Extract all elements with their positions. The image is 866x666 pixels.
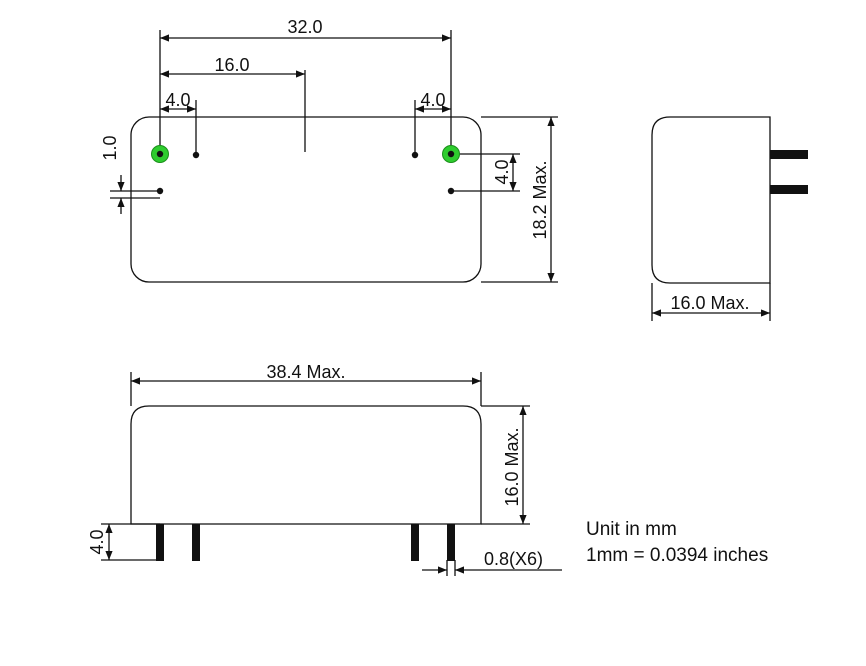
pin-dot — [192, 151, 200, 159]
front-view-body — [130, 405, 482, 525]
top-view-body — [130, 116, 482, 283]
side-view — [651, 116, 771, 321]
dim-label-pin-pitch: 4.0 — [492, 159, 512, 184]
dim-label-pin-gap-right: 4.0 — [420, 90, 445, 110]
dim-label-pin-gap-left: 4.0 — [165, 90, 190, 110]
front-view-pins — [156, 524, 455, 561]
dim-label-pin-offset: 1.0 — [100, 135, 120, 160]
dim-label-length: 38.4 Max. — [266, 362, 345, 382]
dim-label-pin-diameter: 0.8(X6) — [484, 549, 543, 569]
dim-label-pin-length: 4.0 — [87, 529, 107, 554]
dim-label-half-width: 16.0 — [214, 55, 249, 75]
pin-dot — [156, 187, 164, 195]
pin-dot — [447, 187, 455, 195]
dim-label-height: 18.2 Max. — [530, 160, 550, 239]
dim-label-front-height: 16.0 Max. — [502, 427, 522, 506]
unit-note: Unit in mm — [586, 519, 677, 540]
side-view-pins — [770, 150, 808, 194]
top-view — [110, 30, 558, 283]
front-view — [101, 372, 562, 576]
side-view-body — [651, 116, 771, 284]
conversion-note: 1mm = 0.0394 inches — [586, 545, 769, 566]
dim-label-depth: 16.0 Max. — [670, 293, 749, 313]
top-view-pins — [151, 145, 460, 195]
dim-label-overall-width: 32.0 — [287, 17, 322, 37]
pin-dot — [411, 151, 419, 159]
